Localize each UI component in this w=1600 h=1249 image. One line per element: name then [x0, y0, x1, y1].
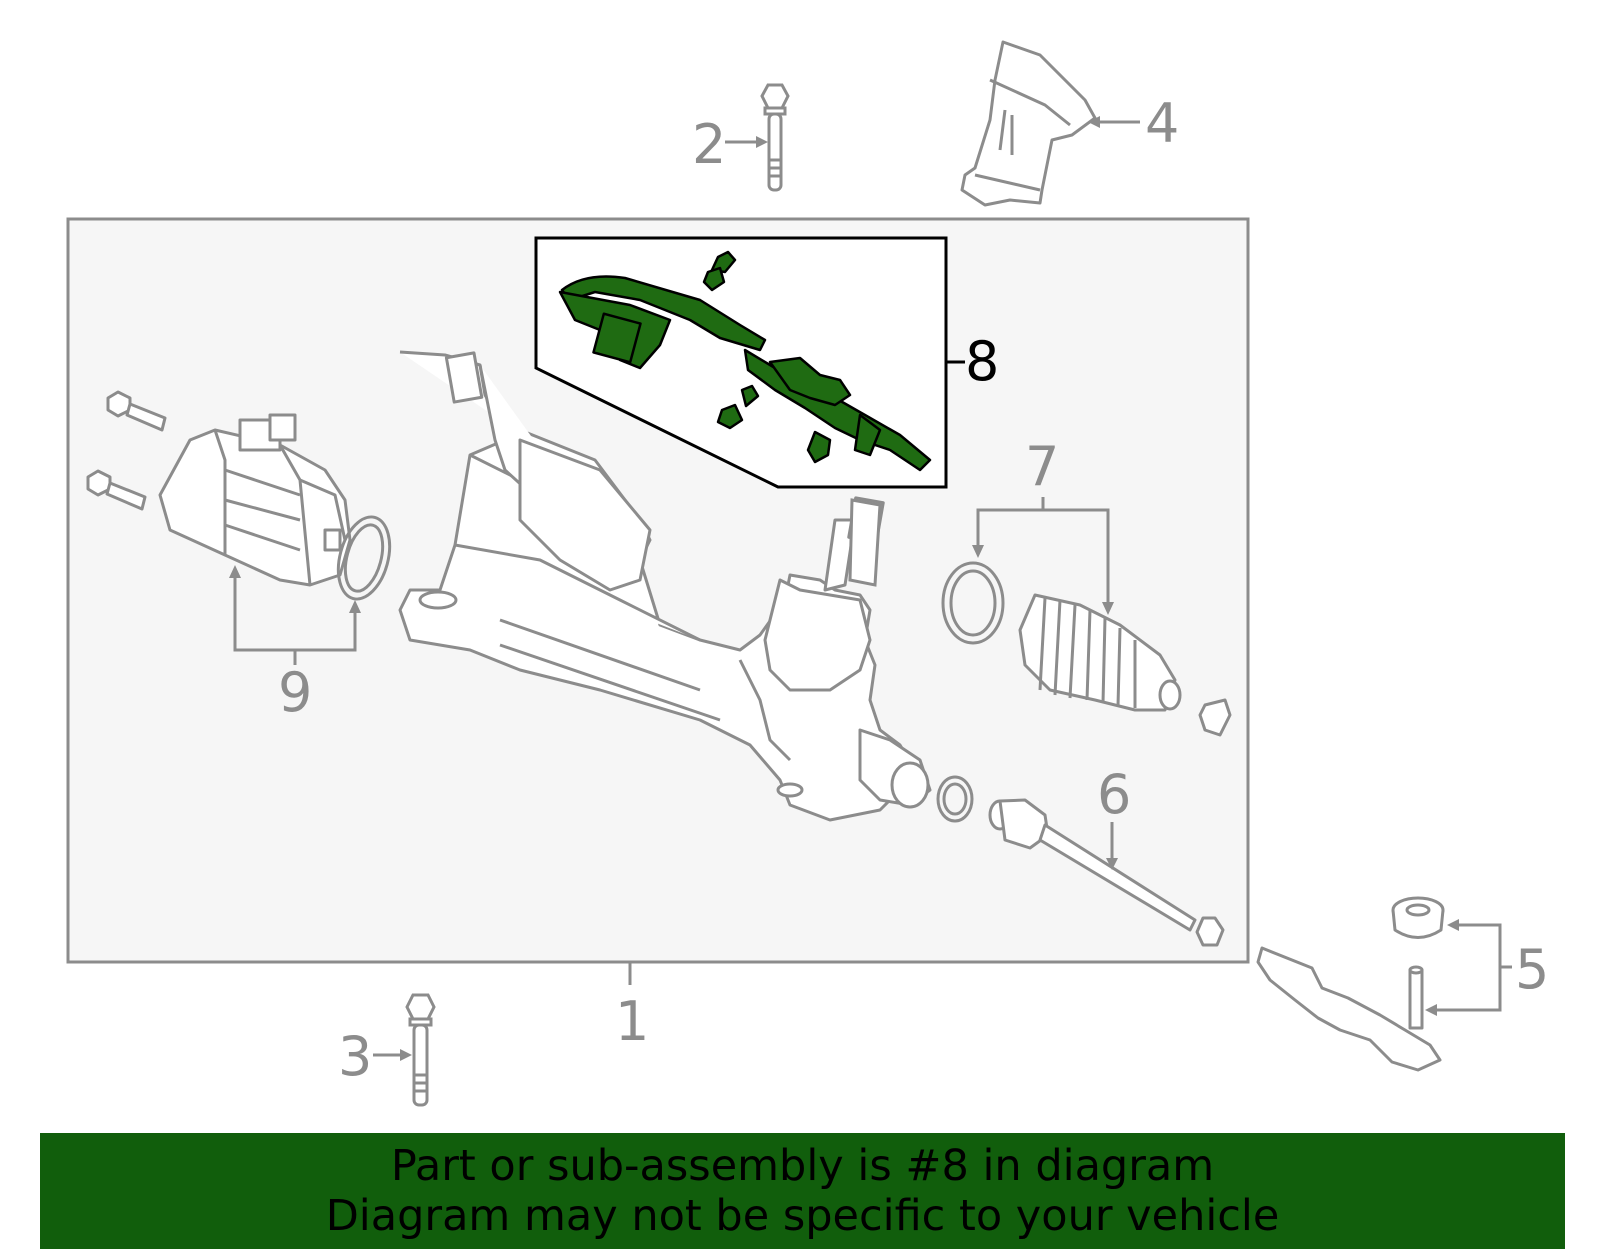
callout-label-4: 4 [1145, 92, 1180, 155]
tie-rod-icon [988, 798, 1225, 947]
wire-harness-icon [558, 250, 932, 472]
bolt-icon [405, 993, 436, 1107]
callout-label-9: 9 [278, 661, 313, 724]
callout-label-5: 5 [1515, 938, 1550, 1001]
seal-ring-icon [936, 775, 974, 823]
banner-line-2: Diagram may not be specific to your vehi… [325, 1191, 1280, 1241]
dust-seal-icon [960, 40, 1097, 207]
callout-label-3: 3 [338, 1025, 373, 1088]
callout-label-7: 7 [1025, 435, 1060, 498]
boot-icon [1018, 593, 1232, 737]
o-ring-icon [336, 515, 392, 601]
tie-rod-end-icon [1256, 896, 1445, 1072]
bolt-icon [760, 83, 790, 192]
info-banner: Part or sub-assembly is #8 in diagram Di… [40, 1133, 1565, 1249]
input-shaft-icon [848, 498, 882, 587]
callout-label-6: 6 [1097, 763, 1132, 826]
bolt-icon [86, 390, 167, 511]
motor-icon [158, 413, 352, 587]
banner-line-1: Part or sub-assembly is #8 in diagram [390, 1141, 1215, 1191]
boot-clamp-icon [941, 561, 1005, 645]
callout-label-8: 8 [965, 330, 1000, 393]
callout-label-2: 2 [692, 113, 727, 176]
callout-5-bracket [1433, 923, 1502, 1012]
steering-gear-icon [398, 350, 932, 822]
callout-label-1: 1 [615, 990, 650, 1053]
